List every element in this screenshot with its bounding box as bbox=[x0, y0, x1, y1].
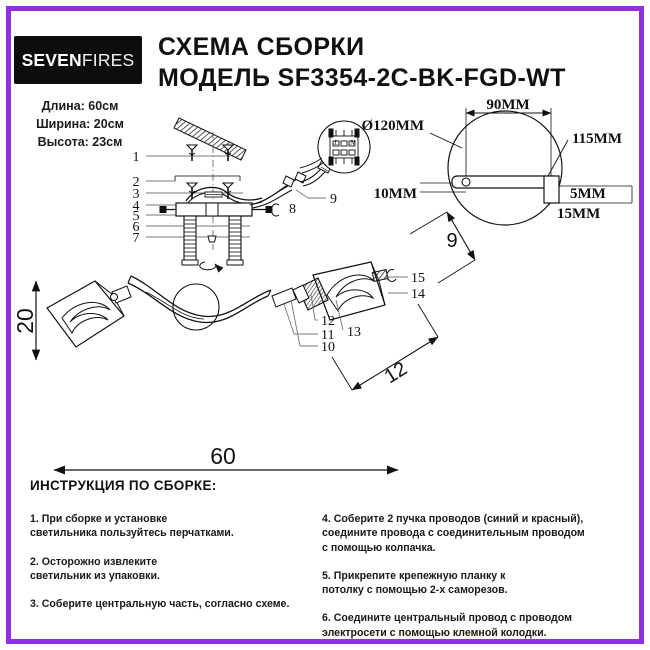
instructions-heading: ИНСТРУКЦИЯ ПО СБОРКЕ: bbox=[30, 478, 217, 493]
dimension-diameter: Ø120MM bbox=[362, 118, 424, 134]
callout-2: 2 bbox=[133, 175, 140, 190]
dimension-10mm: 10MM bbox=[374, 186, 417, 202]
instruction-step-1: 1. При сборке и установке светильника по… bbox=[30, 513, 234, 540]
product-dimensions: Длина: 60см Ширина: 20см Высота: 23см bbox=[14, 98, 146, 151]
terminal-label-live: L bbox=[333, 138, 338, 147]
dimension-height: Высота: 23см bbox=[37, 134, 123, 149]
instruction-step-6: 6. Соедините центральный провод с провод… bbox=[322, 612, 572, 639]
instruction-step-2: 2. Осторожно извлеките светильник из упа… bbox=[30, 555, 160, 582]
callout-6: 6 bbox=[133, 220, 140, 235]
instruction-step-3: 3. Соберите центральную часть, согласно … bbox=[30, 598, 290, 611]
callout-3: 3 bbox=[133, 187, 140, 202]
instruction-step-5: 5. Прикрепите крепежную планку к потолку… bbox=[322, 569, 508, 597]
dimension-5mm: 5MM bbox=[570, 186, 606, 202]
dimension-length-60: 60 bbox=[210, 443, 236, 469]
callout-13: 13 bbox=[347, 325, 361, 340]
logo-light-part: FIRES bbox=[81, 49, 135, 70]
dimension-90mm: 90MM bbox=[486, 97, 529, 113]
callout-5: 5 bbox=[133, 209, 140, 224]
callout-4: 4 bbox=[133, 199, 140, 214]
callout-1: 1 bbox=[133, 150, 140, 165]
callout-14: 14 bbox=[411, 287, 425, 302]
terminal-label-neutral: N bbox=[349, 138, 356, 147]
title-line-model: МОДЕЛЬ SF3354-2C-BK-FGD-WT bbox=[158, 64, 566, 92]
dimension-depth-12: 12 bbox=[381, 358, 412, 388]
logo-bold-part: SEVEN bbox=[21, 49, 82, 70]
callout-8: 8 bbox=[289, 202, 296, 217]
instructions-column-right: 4. Соберите 2 пучка проводов (синий и кр… bbox=[322, 512, 632, 640]
brand-logo: SEVENFIRES bbox=[14, 36, 142, 84]
dimension-width: Ширина: 20см bbox=[36, 116, 124, 131]
dimension-offset-9: 9 bbox=[446, 230, 457, 252]
callout-15: 15 bbox=[411, 271, 425, 286]
instructions-column-left: 1. При сборке и установке светильника по… bbox=[30, 512, 300, 611]
callout-12: 12 bbox=[321, 314, 335, 329]
callout-11: 11 bbox=[321, 328, 334, 343]
dimension-length: Длина: 60см bbox=[41, 99, 119, 113]
title-line-scheme: СХЕМА СБОРКИ bbox=[158, 33, 365, 61]
dimension-15mm: 15MM bbox=[557, 206, 600, 222]
callout-9: 9 bbox=[330, 192, 337, 207]
dimension-height-20: 20 bbox=[12, 308, 38, 334]
page-title: СХЕМА СБОРКИ МОДЕЛЬ SF3354-2C-BK-FGD-WT bbox=[158, 32, 638, 94]
logo-text: SEVENFIRES bbox=[22, 50, 135, 71]
instruction-step-4: 4. Соберите 2 пучка проводов (синий и кр… bbox=[322, 513, 585, 554]
callout-7: 7 bbox=[133, 231, 140, 246]
callout-10: 10 bbox=[321, 340, 335, 355]
dimension-115mm: 115MM bbox=[572, 131, 622, 147]
